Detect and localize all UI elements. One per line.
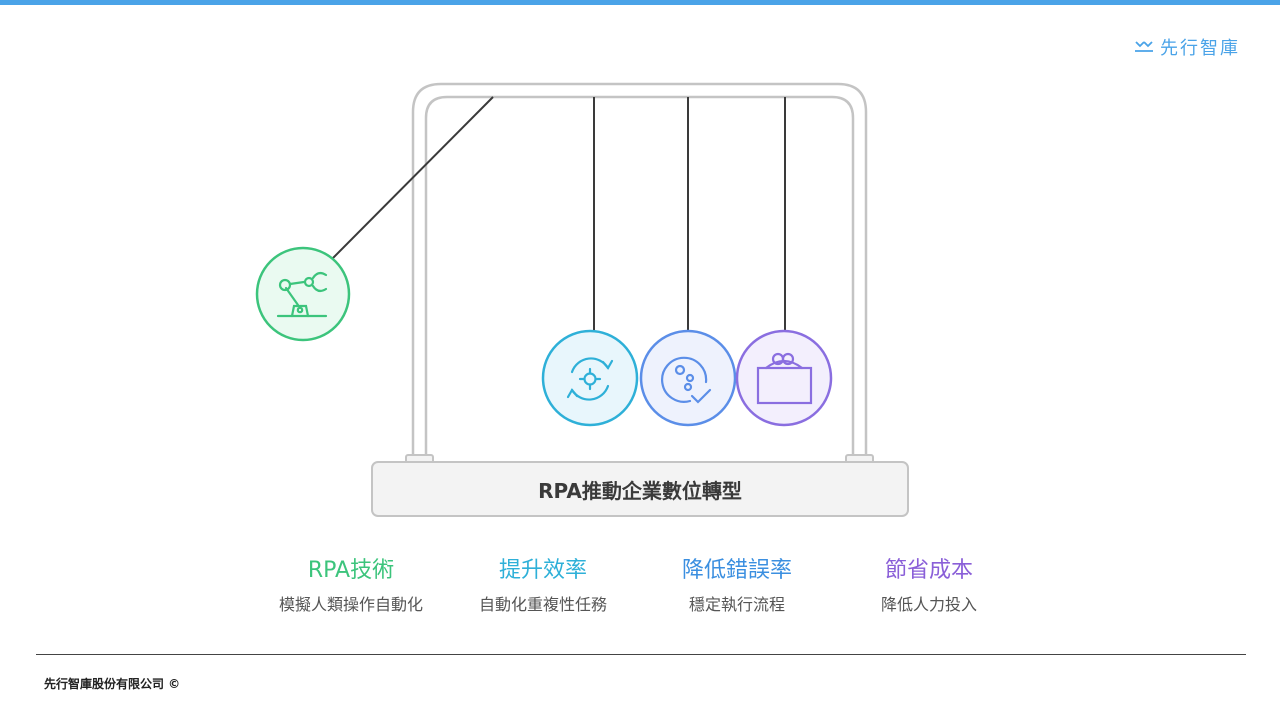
ball-rpa [255, 246, 351, 342]
diagram-title: RPA推動企業數位轉型 [538, 478, 742, 503]
brand-logo: 先行智庫 [1134, 34, 1240, 60]
feature-rpa: RPA技術 模擬人類操作自動化 [241, 556, 461, 616]
ball-error-rate [639, 329, 737, 427]
feature-title: 節省成本 [884, 558, 973, 583]
feature-title: 提升效率 [498, 558, 587, 583]
cradle-base [371, 461, 909, 517]
error-check-icon [661, 356, 712, 404]
ball-efficiency [541, 329, 639, 427]
robot-arm-icon [276, 271, 328, 318]
feature-desc: 模擬人類操作自動化 [278, 595, 423, 614]
footer-divider [36, 654, 1246, 655]
feature-efficiency: 提升效率 自動化重複性任務 [433, 556, 653, 616]
piggy-box-icon [756, 352, 813, 405]
footer-copyright: 先行智庫股份有限公司 © [44, 677, 181, 691]
brand-name: 先行智庫 [1160, 38, 1240, 59]
feature-title: RPA技術 [307, 558, 395, 583]
feature-title: 降低錯誤率 [681, 558, 792, 583]
feature-desc: 穩定執行流程 [688, 595, 785, 614]
feature-error-rate: 降低錯誤率 穩定執行流程 [627, 556, 847, 616]
feature-desc: 降低人力投入 [880, 595, 977, 614]
cradle-frame-outer [411, 82, 868, 458]
gear-cycle-icon [566, 357, 614, 401]
string-swinging [332, 96, 494, 259]
top-accent-bar [0, 0, 1280, 5]
feature-cost: 節省成本 降低人力投入 [819, 556, 1039, 616]
logo-mark-icon [1135, 41, 1153, 52]
cradle-frame-inner [424, 95, 855, 458]
ball-cost [735, 329, 833, 427]
feature-desc: 自動化重複性任務 [478, 595, 607, 614]
